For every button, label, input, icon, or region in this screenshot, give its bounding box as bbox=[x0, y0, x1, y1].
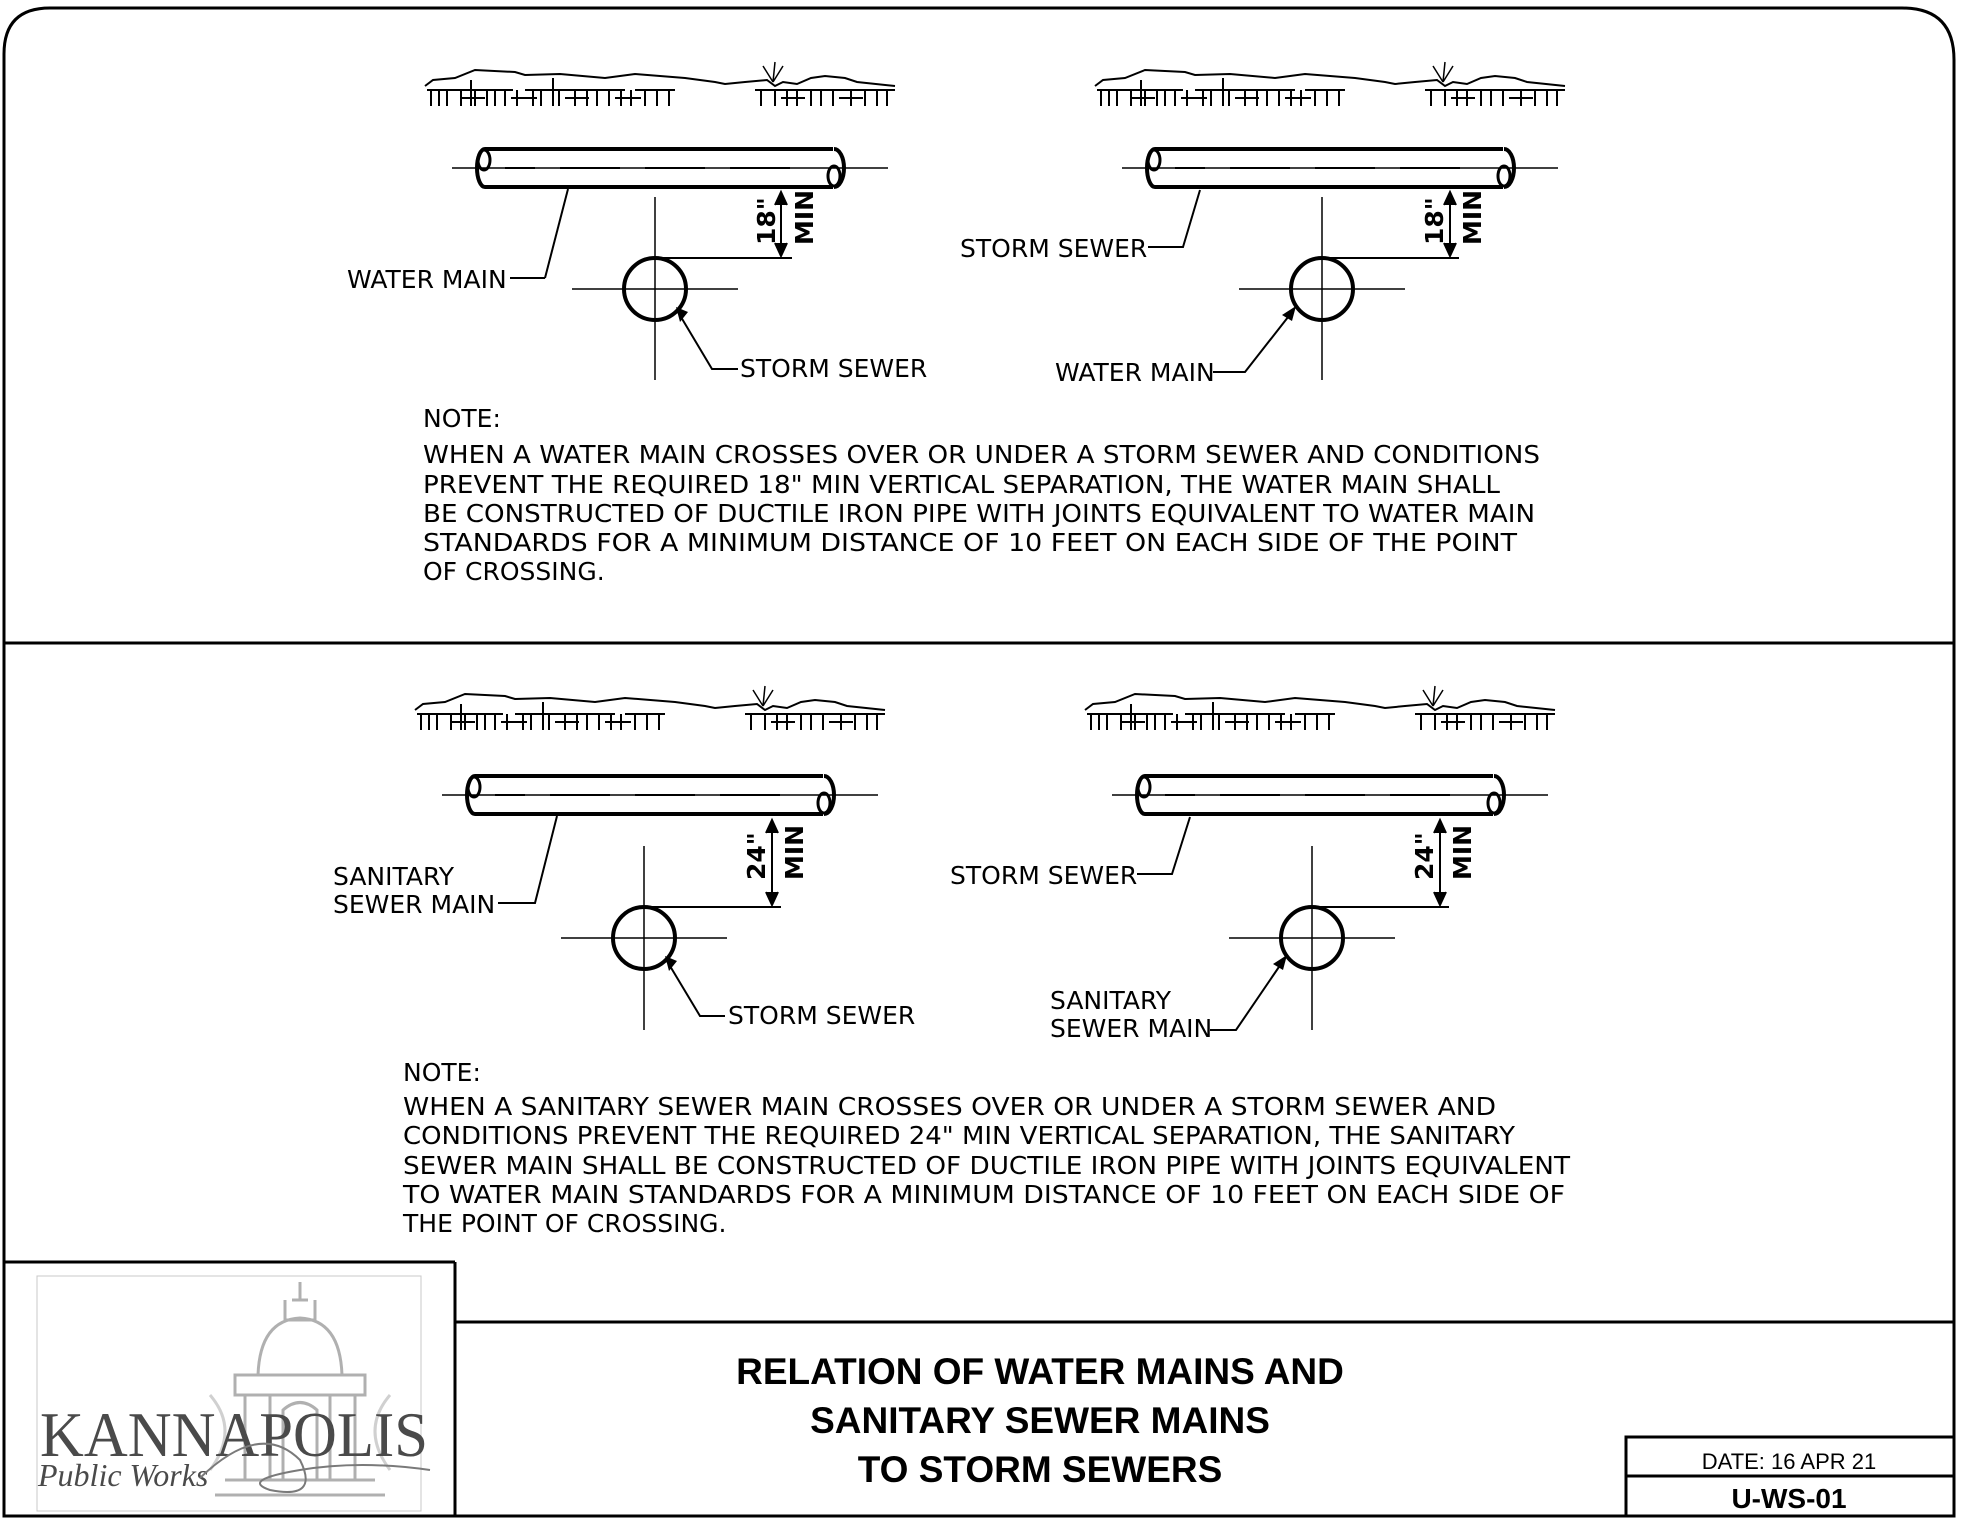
upper-pipe bbox=[1122, 147, 1558, 189]
upper-pipe-label: STORM SEWER bbox=[960, 234, 1147, 263]
note-line: TO WATER MAIN STANDARDS FOR A MINIMUM DI… bbox=[402, 1180, 1565, 1209]
lower-pipe bbox=[561, 846, 781, 1030]
separation-unit: MIN bbox=[780, 825, 809, 880]
top-right-crossing-detail: 18" MIN STORM SEWER WATER MAIN bbox=[960, 61, 1566, 387]
separation-value: 18" bbox=[1420, 197, 1449, 245]
lower-pipe-label: STORM SEWER bbox=[740, 354, 927, 383]
lower-pipe bbox=[1239, 197, 1459, 380]
ground-surface bbox=[1084, 685, 1556, 731]
ground-surface bbox=[1094, 61, 1566, 107]
upper-pipe-label: WATER MAIN bbox=[347, 265, 507, 294]
ground-surface bbox=[424, 61, 896, 107]
lower-pipe-label: STORM SEWER bbox=[728, 1001, 915, 1030]
upper-pipe-leader bbox=[544, 188, 569, 279]
note-line: STANDARDS FOR A MINIMUM DISTANCE OF 10 F… bbox=[423, 528, 1518, 557]
top-left-crossing-detail: 18" MIN WATER MAIN STORM SEWER bbox=[347, 61, 927, 383]
upper-pipe bbox=[1112, 774, 1548, 816]
bottom-left-crossing-detail: 24" MIN SANITARY SEWER MAIN STORM SEWER bbox=[333, 685, 915, 1030]
top-note: NOTE: WHEN A WATER MAIN CROSSES OVER OR … bbox=[423, 404, 1540, 586]
note-line: CONDITIONS PREVENT THE REQUIRED 24" MIN … bbox=[403, 1121, 1516, 1150]
drawing-title-line: TO STORM SEWERS bbox=[858, 1449, 1223, 1490]
note-line: THE POINT OF CROSSING. bbox=[402, 1209, 727, 1238]
separation-value: 18" bbox=[752, 197, 781, 245]
kannapolis-logo: KANNAPOLIS Public Works bbox=[36, 1275, 431, 1512]
logo-swash bbox=[199, 1442, 431, 1493]
lower-pipe bbox=[572, 197, 792, 380]
bottom-note: NOTE: WHEN A SANITARY SEWER MAIN CROSSES… bbox=[402, 1058, 1571, 1238]
note-line: WHEN A WATER MAIN CROSSES OVER OR UNDER … bbox=[423, 440, 1540, 469]
drawing-date: DATE: 16 APR 21 bbox=[1702, 1449, 1876, 1474]
note-line: WHEN A SANITARY SEWER MAIN CROSSES OVER … bbox=[403, 1092, 1496, 1121]
upper-pipe-label: STORM SEWER bbox=[950, 861, 1137, 890]
upper-pipe-leader bbox=[1148, 189, 1201, 248]
separation-unit: MIN bbox=[1448, 825, 1477, 880]
upper-pipe-leader bbox=[498, 815, 558, 904]
separation-dimension bbox=[1433, 817, 1447, 908]
note-heading: NOTE: bbox=[423, 404, 501, 433]
ground-surface bbox=[414, 685, 886, 731]
drawing-title-line: SANITARY SEWER MAINS bbox=[810, 1400, 1270, 1441]
upper-pipe bbox=[442, 774, 878, 816]
lower-pipe bbox=[1229, 846, 1449, 1030]
note-line: OF CROSSING. bbox=[423, 557, 605, 586]
logo-subtitle: Public Works bbox=[37, 1457, 208, 1493]
note-line: SEWER MAIN SHALL BE CONSTRUCTED OF DUCTI… bbox=[403, 1151, 1571, 1180]
lower-pipe-leader bbox=[1210, 960, 1284, 1031]
bottom-right-crossing-detail: 24" MIN STORM SEWER SANITARY SEWER MAIN bbox=[950, 685, 1556, 1043]
separation-value: 24" bbox=[1410, 832, 1439, 880]
note-line: BE CONSTRUCTED OF DUCTILE IRON PIPE WITH… bbox=[423, 499, 1535, 528]
note-heading: NOTE: bbox=[403, 1058, 481, 1087]
separation-dimension bbox=[774, 189, 788, 259]
dome-building-icon bbox=[208, 1282, 392, 1497]
separation-dimension bbox=[1443, 189, 1457, 259]
drawing-title-line: RELATION OF WATER MAINS AND bbox=[736, 1351, 1344, 1392]
upper-pipe-label-line2: SEWER MAIN bbox=[333, 890, 495, 919]
note-line: PREVENT THE REQUIRED 18" MIN VERTICAL SE… bbox=[423, 470, 1500, 499]
title-block: RELATION OF WATER MAINS AND SANITARY SEW… bbox=[736, 1351, 1344, 1490]
drawing-stamp: DATE: 16 APR 21 U-WS-01 bbox=[1624, 1435, 1956, 1518]
lower-pipe-label-line2: SEWER MAIN bbox=[1050, 1014, 1212, 1043]
upper-pipe bbox=[452, 147, 888, 189]
separation-unit: MIN bbox=[1458, 190, 1487, 245]
lower-pipe-label-line1: SANITARY bbox=[1050, 986, 1172, 1015]
separation-unit: MIN bbox=[790, 190, 819, 245]
drawing-number: U-WS-01 bbox=[1731, 1483, 1846, 1514]
lower-pipe-leader bbox=[666, 960, 725, 1017]
upper-pipe-leader bbox=[1137, 816, 1191, 875]
lower-pipe-label: WATER MAIN bbox=[1055, 358, 1215, 387]
logo-name: KANNAPOLIS bbox=[40, 1399, 428, 1470]
upper-pipe-label-line1: SANITARY bbox=[333, 862, 455, 891]
lower-pipe-leader bbox=[677, 311, 738, 370]
separation-dimension bbox=[765, 817, 779, 908]
lower-pipe-leader bbox=[1213, 311, 1293, 373]
separation-value: 24" bbox=[742, 832, 771, 880]
